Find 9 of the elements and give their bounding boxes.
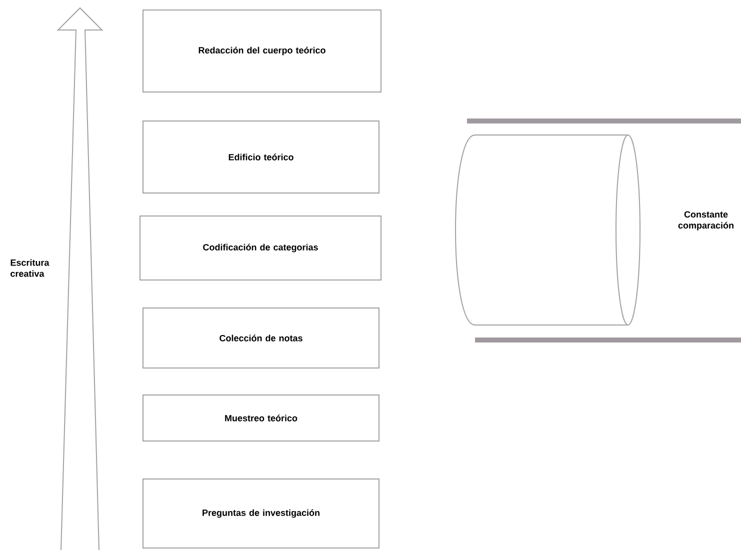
- side-label: Escritura creativa: [10, 259, 50, 277]
- process-box: Edificio teórico: [142, 120, 380, 194]
- process-box: Muestreo teórico: [142, 394, 380, 442]
- process-box: Colección de notas: [142, 308, 380, 368]
- process-box: Redacción del cuerpo teórico: [142, 10, 382, 92]
- process-box: Preguntas de investigación: [142, 478, 380, 548]
- process-box: Codificación de categorias: [140, 216, 382, 280]
- side-label: Constante comparación: [678, 211, 734, 230]
- cylinder: [455, 134, 640, 326]
